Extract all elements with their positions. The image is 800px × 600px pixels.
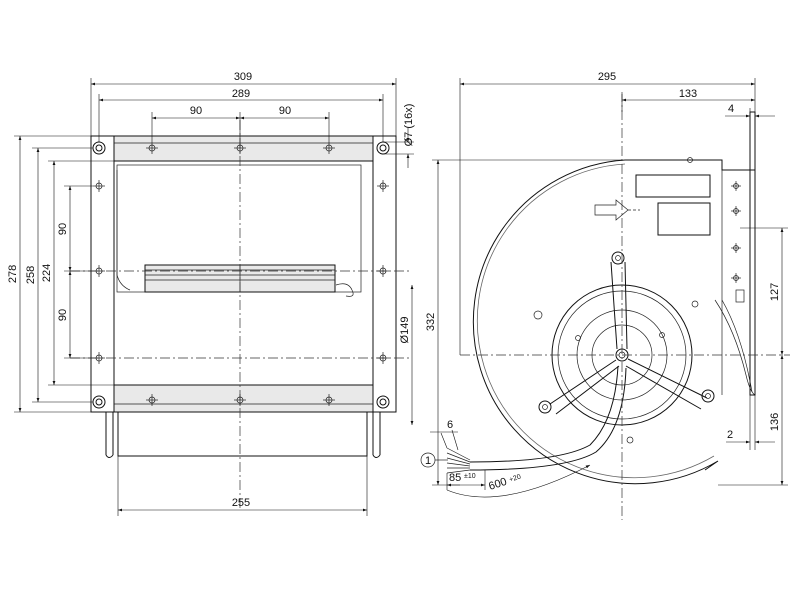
front-view: 309 289 90 90 Ø7 (16x) xyxy=(7,71,415,516)
dim-cable-length-label: 600 xyxy=(487,476,508,493)
dim-vertical-pitch-top-label: 90 xyxy=(57,223,69,235)
cable-wires xyxy=(446,447,471,474)
dim-outlet-width-label: 255 xyxy=(232,497,250,509)
dim-bottom-offset: 2 xyxy=(726,395,775,450)
label-plate-1 xyxy=(635,174,711,198)
dim-side-overall-width-label: 295 xyxy=(598,71,616,83)
dim-hole-spacing-height: 258 xyxy=(25,147,93,403)
dim-side-offset: 133 xyxy=(621,88,755,112)
side-flange xyxy=(749,111,756,396)
dim-side-overall-width: 295 xyxy=(459,71,756,355)
dim-cable-length: 600 +20 xyxy=(446,464,591,498)
dim-overall-width: 309 xyxy=(90,71,397,136)
dim-lower-height-label: 136 xyxy=(769,413,781,431)
dim-cable-strip-tolerance: ±10 xyxy=(464,473,476,480)
dim-lower-height: 136 xyxy=(718,355,788,486)
dim-upper-height-label: 127 xyxy=(769,283,781,301)
dim-inner-height-label: 224 xyxy=(41,264,53,282)
outlet-opening xyxy=(113,160,374,386)
dim-bottom-offset-label: 2 xyxy=(727,429,733,441)
dim-overall-width-label: 309 xyxy=(234,71,252,83)
motor-struts xyxy=(538,251,715,415)
dim-hole-pitch-left-label: 90 xyxy=(190,105,202,117)
front-mounting-holes xyxy=(93,142,389,406)
dim-inner-height: 224 xyxy=(41,160,114,386)
dim-overall-height-label: 278 xyxy=(7,265,19,283)
dim-cable-spacing-label: 6 xyxy=(447,419,453,431)
dim-side-offset-label: 133 xyxy=(679,88,697,100)
dim-hole-spacing-height-label: 258 xyxy=(25,266,37,284)
dim-hole-pitch-right-label: 90 xyxy=(279,105,291,117)
dim-hole-pitch: 90 90 xyxy=(151,105,330,142)
dim-hole-diameter-label: Ø7 (16x) xyxy=(403,104,415,147)
dim-upper-height: 127 xyxy=(740,227,788,355)
side-view: 295 133 4 332 Ø149 xyxy=(399,71,790,520)
dim-hole-spacing-width-label: 289 xyxy=(232,88,250,100)
dim-overall-height: 278 xyxy=(7,135,91,413)
dim-outlet-width: 255 xyxy=(117,456,368,516)
dim-cable-strip-label: 85 xyxy=(449,472,461,484)
cable-item-marker: 1 xyxy=(420,452,448,468)
dim-inlet-diameter-label: Ø149 xyxy=(399,317,411,344)
dim-hole-spacing-width: 289 xyxy=(98,88,384,142)
dim-vertical-pitch-bottom-label: 90 xyxy=(57,309,69,321)
airflow-arrow-icon xyxy=(594,199,629,221)
front-bottom-bar xyxy=(113,384,374,413)
scroll-housing xyxy=(472,159,756,485)
dim-cable-strip: 85 ±10 xyxy=(446,470,486,490)
dim-flange-thickness-label: 4 xyxy=(728,103,734,115)
dim-hole-diameter: Ø7 (16x) xyxy=(383,104,415,168)
dim-side-overall-height: 332 xyxy=(425,159,622,486)
cable-item-number: 1 xyxy=(425,455,431,467)
dim-cable-spacing: 6 xyxy=(430,419,459,451)
dim-inlet-diameter: Ø149 xyxy=(399,285,414,425)
side-mounting-holes xyxy=(533,157,741,320)
label-plate-2 xyxy=(657,202,711,236)
dim-flange-thickness: 4 xyxy=(725,103,775,118)
dim-side-overall-height-label: 332 xyxy=(425,313,437,331)
dim-vertical-pitch: 90 90 xyxy=(57,185,93,359)
front-top-bar xyxy=(113,135,374,162)
dim-cable-length-tolerance: +20 xyxy=(508,474,522,484)
front-lower-body xyxy=(117,411,368,457)
cable xyxy=(469,365,619,463)
